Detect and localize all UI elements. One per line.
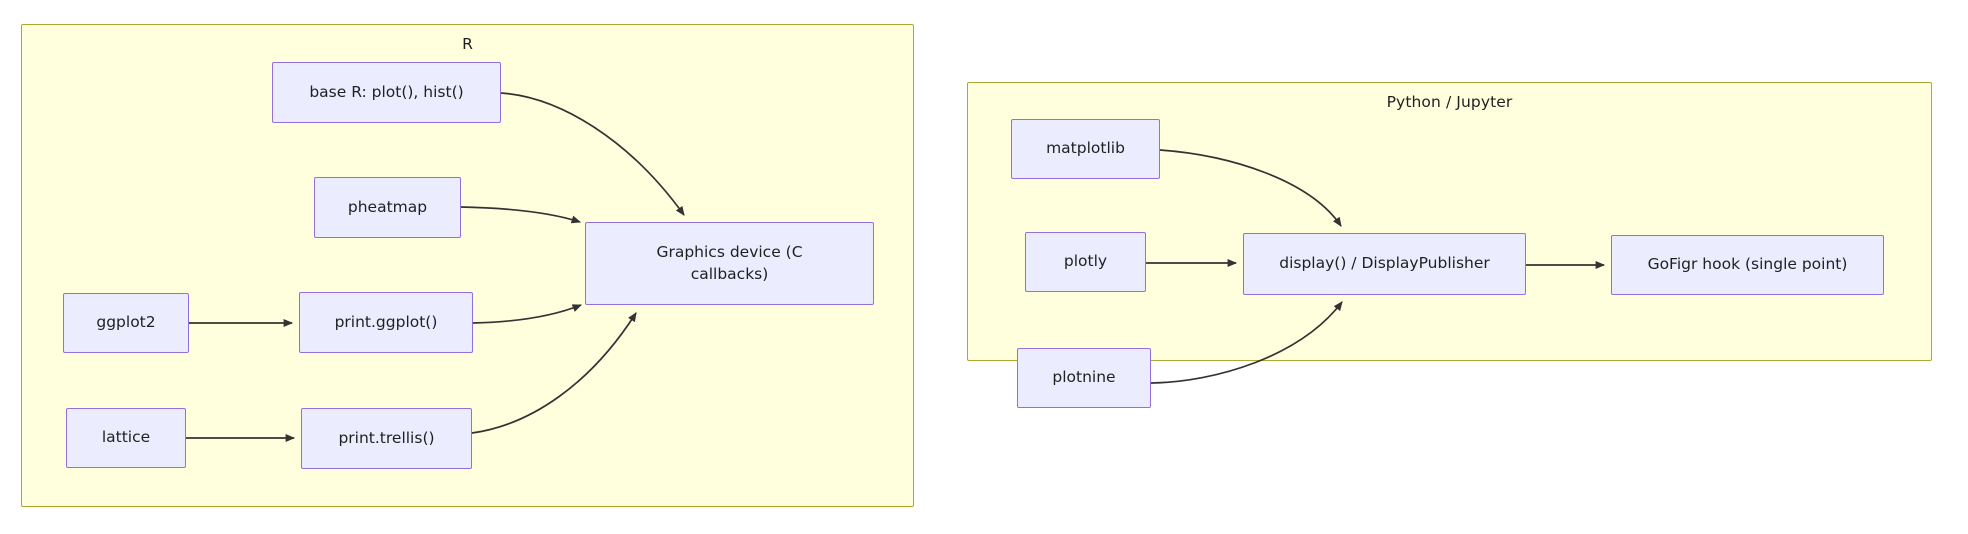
node-display-publisher[interactable]: display() / DisplayPublisher [1243, 233, 1526, 295]
node-lattice[interactable]: lattice [66, 408, 186, 468]
node-base-r[interactable]: base R: plot(), hist() [272, 62, 501, 123]
node-graphics-device[interactable]: Graphics device (C callbacks) [585, 222, 874, 305]
node-pheatmap[interactable]: pheatmap [314, 177, 461, 238]
node-plotly[interactable]: plotly [1025, 232, 1146, 292]
subgraph-python-jupyter-title: Python / Jupyter [1386, 93, 1513, 111]
node-ggplot2[interactable]: ggplot2 [63, 293, 189, 353]
node-gofigr-hook[interactable]: GoFigr hook (single point) [1611, 235, 1884, 295]
node-print-ggplot[interactable]: print.ggplot() [299, 292, 473, 353]
node-print-trellis[interactable]: print.trellis() [301, 408, 472, 469]
subgraph-r-title: R [462, 35, 473, 53]
node-plotnine[interactable]: plotnine [1017, 348, 1151, 408]
node-matplotlib[interactable]: matplotlib [1011, 119, 1160, 179]
